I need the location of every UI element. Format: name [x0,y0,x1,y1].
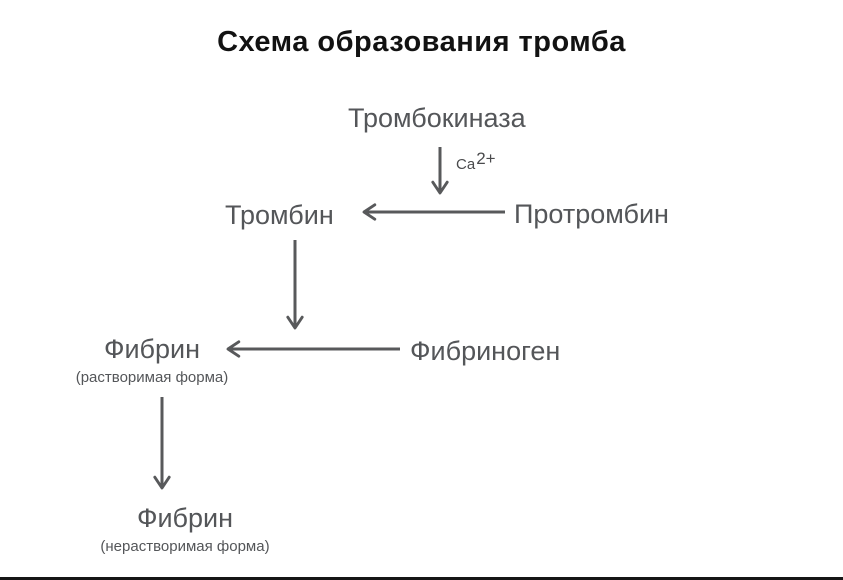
bottom-border-line [0,577,843,580]
node-prothrombin: Протромбин [514,199,669,229]
node-thrombokinase: Тромбокиназа [348,103,526,133]
node-fibrinogen: Фибриноген [410,336,561,366]
ca-text: Ca [456,156,476,173]
node-fibrin-insoluble: Фибрин [136,503,234,533]
ca-catalyst-label: Ca2+ [456,148,496,173]
diagram-title: Схема образования тромба [217,26,626,58]
node-fibrin-soluble: Фибрин [103,334,201,364]
fibrin-insoluble-note: (нерастворимая форма) [100,538,270,555]
fibrin-soluble-note: (растворимая форма) [75,369,229,386]
node-fibrin-soluble-block: Фибрин (растворимая форма) [32,334,272,386]
node-thrombin: Тромбин [225,200,334,230]
ca-superscript: 2+ [476,149,496,168]
node-fibrin-insoluble-block: Фибрин (нерастворимая форма) [55,503,315,555]
